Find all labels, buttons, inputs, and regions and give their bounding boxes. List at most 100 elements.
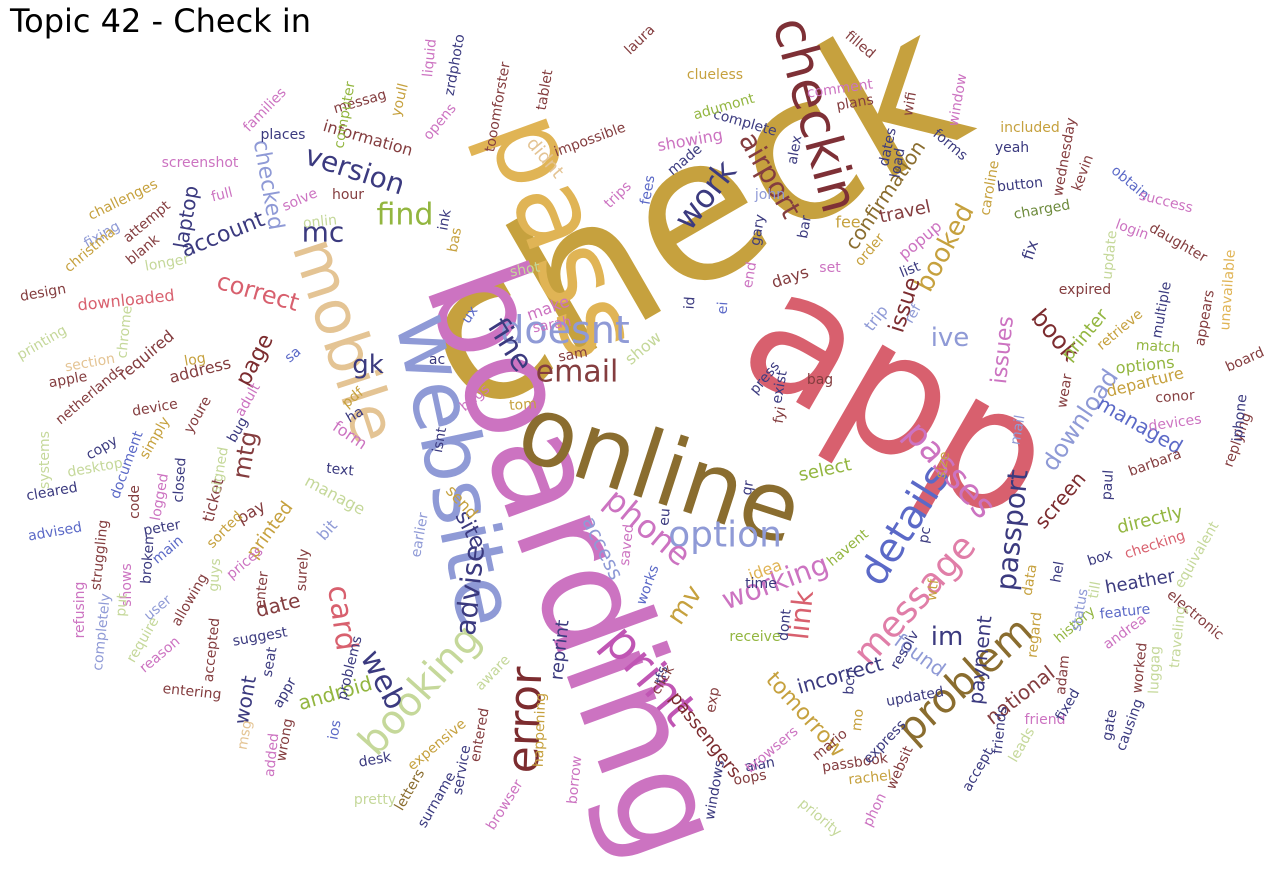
- word-end: end: [740, 261, 760, 290]
- word-entering: entering: [162, 681, 222, 703]
- word-fees: fees: [638, 174, 659, 206]
- word-heather: heather: [1103, 565, 1177, 598]
- word-expired: expired: [1059, 282, 1111, 298]
- word-included: included: [1000, 120, 1060, 136]
- word-ei: ei: [715, 301, 732, 315]
- word-suggest: suggest: [231, 624, 289, 649]
- word-browser: browser: [483, 777, 526, 833]
- word-completely: completely: [90, 593, 114, 672]
- word-mail: mail: [1008, 414, 1029, 446]
- word-rachel: rachel: [848, 768, 893, 788]
- word-closed: closed: [170, 457, 189, 503]
- word-ux: ux: [459, 303, 482, 326]
- word-chrome: chrome: [114, 305, 135, 359]
- word-solve: solve: [280, 185, 320, 215]
- word-button: button: [996, 175, 1044, 196]
- word-feature: feature: [1099, 601, 1151, 622]
- word-daughter: daughter: [1146, 220, 1210, 266]
- word-allowing: allowing: [169, 571, 212, 629]
- word-tom: tom: [509, 396, 538, 414]
- word-text: text: [325, 461, 355, 480]
- word-error: error: [498, 665, 553, 774]
- word-wont: wont: [229, 674, 261, 727]
- word-mo: mo: [849, 708, 867, 732]
- word-code: code: [127, 485, 143, 519]
- word-size: size: [933, 450, 953, 480]
- word-opens: opens: [420, 101, 459, 144]
- word-incorrect: incorrect: [794, 651, 886, 698]
- word-ios: ios: [325, 719, 344, 741]
- word-hour: hour: [332, 187, 364, 203]
- word-appears: appears: [1192, 289, 1218, 348]
- word-shot: shot: [509, 259, 542, 280]
- page-title: Topic 42 - Check in: [10, 2, 312, 40]
- word-struggling: struggling: [88, 519, 111, 591]
- word-pc: pc: [916, 525, 935, 544]
- word-apple: apple: [47, 369, 88, 392]
- word-guys: guys: [206, 558, 224, 592]
- word-gary: gary: [747, 213, 768, 247]
- word-laura: laura: [622, 22, 659, 58]
- word-causing: causing: [1113, 697, 1147, 753]
- word-shows: shows: [119, 563, 135, 606]
- word-msg: msg: [235, 719, 256, 751]
- word-isnt: isnt: [430, 426, 450, 454]
- word-sarah: sarah: [531, 314, 572, 337]
- word-conor: conor: [1155, 388, 1196, 407]
- word-friend: friend: [1025, 712, 1066, 728]
- word-gate: gate: [1099, 708, 1120, 742]
- word-find: find: [377, 198, 434, 233]
- word-enter: enter: [252, 570, 272, 609]
- word-email: email: [536, 355, 619, 390]
- word-full: full: [210, 185, 235, 206]
- word-kevin: kevin: [1069, 153, 1097, 194]
- word-regard: regard: [1025, 611, 1046, 658]
- word-option: option: [668, 515, 782, 556]
- word-payment: payment: [963, 614, 996, 705]
- word-john: john: [754, 187, 785, 203]
- word-service: service: [450, 744, 474, 796]
- word-put: put: [113, 592, 131, 617]
- word-time: time: [745, 576, 777, 592]
- word-desk: desk: [357, 749, 393, 771]
- word-priority: priority: [796, 796, 845, 841]
- word-adult: adult: [232, 380, 264, 419]
- word-zrdphoto: zrdphoto: [442, 33, 469, 97]
- word-paul: paul: [1099, 469, 1117, 500]
- word-match: match: [1135, 337, 1180, 356]
- word-happening: happening: [531, 693, 550, 768]
- word-traveling: traveling: [1167, 605, 1189, 669]
- word-wrong: wrong: [273, 717, 296, 762]
- word-multiple: multiple: [1149, 280, 1175, 339]
- word-bcn: bcn: [841, 669, 859, 696]
- word-youre: youre: [181, 394, 215, 436]
- word-update: update: [1099, 230, 1120, 281]
- word-plans: plans: [835, 92, 875, 114]
- word-iphone: iphone: [1230, 393, 1251, 442]
- word-screen: screen: [1029, 467, 1090, 533]
- word-fix: fix: [1018, 238, 1042, 262]
- word-hel: hel: [1048, 560, 1067, 584]
- word-board: board: [1223, 344, 1266, 375]
- word-tablet: tablet: [534, 68, 557, 112]
- word-load: load: [888, 147, 909, 179]
- word-borrow: borrow: [565, 755, 586, 805]
- word-list: list: [897, 259, 923, 282]
- word-youll: youll: [388, 82, 412, 118]
- word-signed: signed: [208, 446, 232, 495]
- word-advised: advised: [27, 519, 83, 544]
- word-sa: sa: [282, 344, 304, 366]
- word-friends: friends: [990, 705, 1011, 755]
- word-adam: adam: [1053, 654, 1073, 695]
- word-wear: wear: [1054, 372, 1076, 409]
- word-alex: alex: [785, 134, 806, 165]
- word-dont: dont: [775, 608, 794, 642]
- word-liquid: liquid: [420, 38, 440, 78]
- word-manage: manage: [302, 471, 369, 518]
- word-cleared: cleared: [25, 480, 79, 505]
- word-yeah: yeah: [995, 140, 1029, 156]
- word-success: success: [1137, 188, 1194, 217]
- word-wifi: wifi: [900, 91, 920, 118]
- word-bit: bit: [313, 516, 341, 544]
